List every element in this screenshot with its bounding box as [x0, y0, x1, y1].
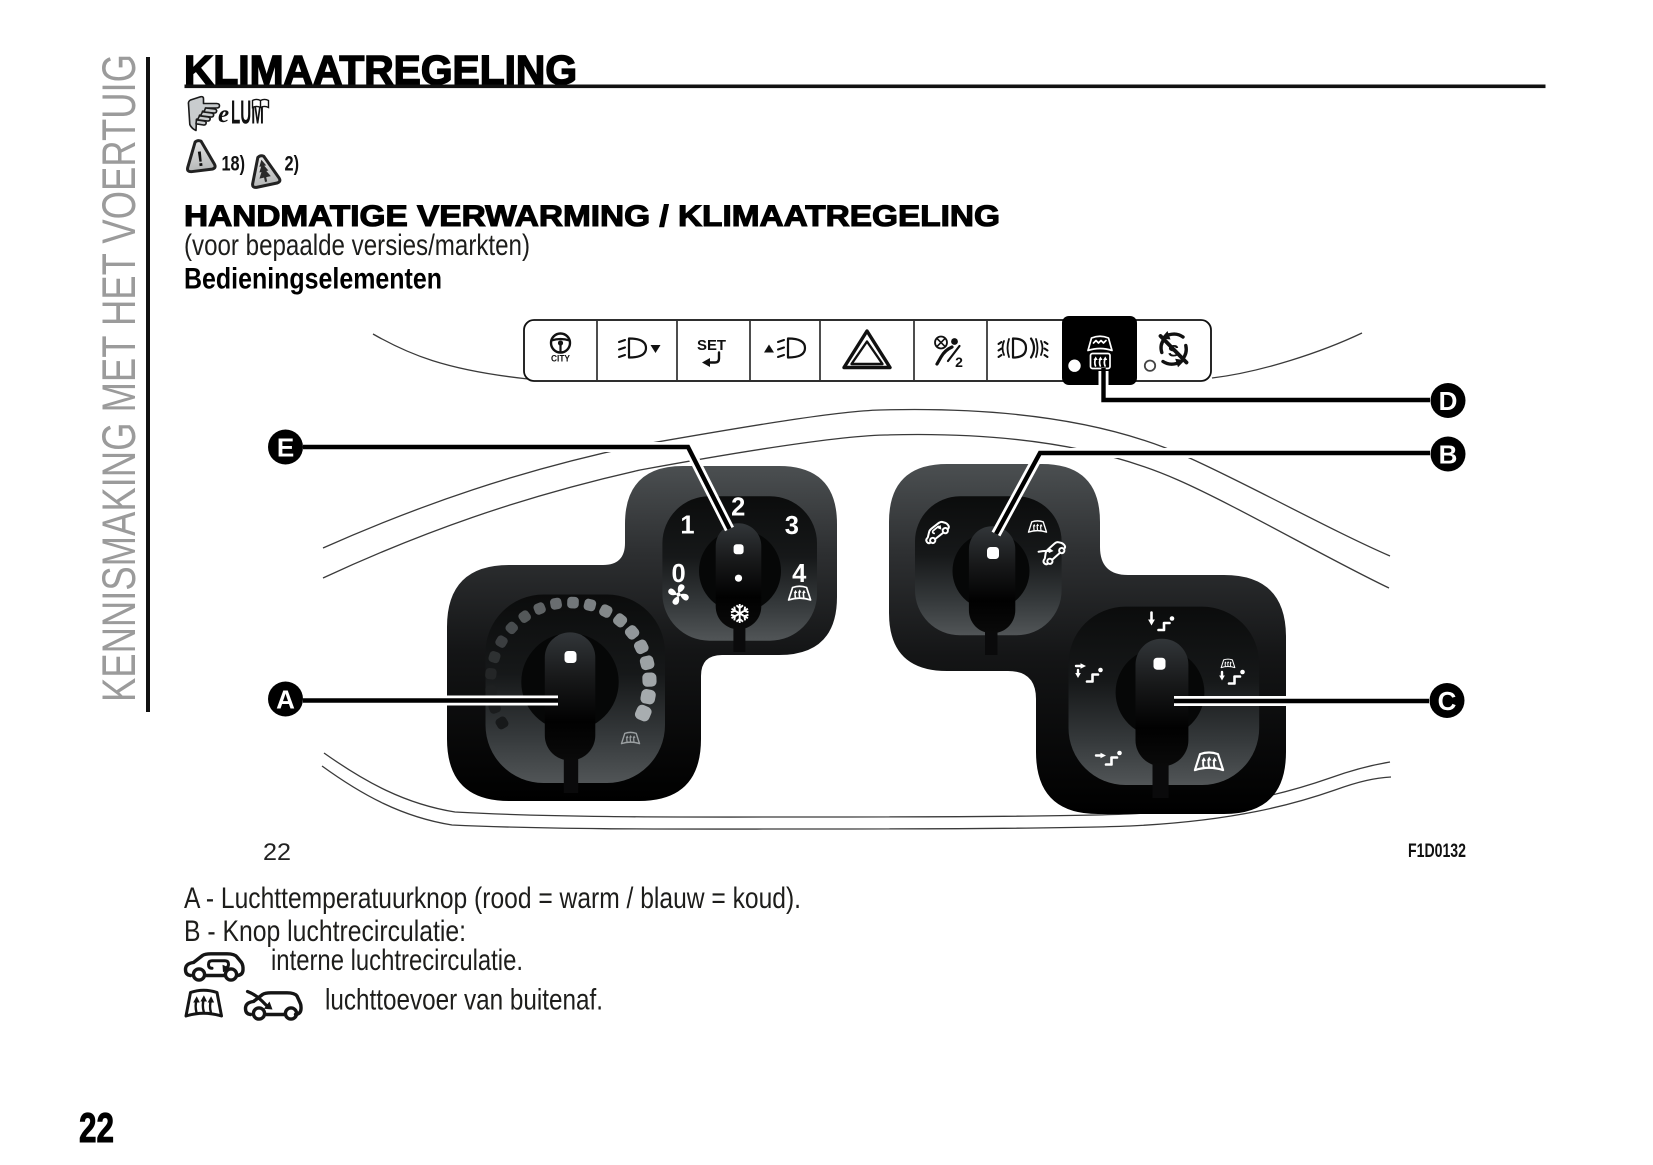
svg-text:HANDMATIGE VERWARMING / KLIMAA: HANDMATIGE VERWARMING / KLIMAATREGELING: [184, 200, 1000, 233]
svg-text:D: D: [1439, 386, 1458, 416]
svg-text:3: 3: [785, 512, 799, 540]
svg-text:0: 0: [672, 560, 686, 588]
svg-text:B - Knop luchtrecirculatie:: B - Knop luchtrecirculatie:: [184, 915, 466, 948]
svg-text:2: 2: [731, 494, 745, 522]
svg-text:1: 1: [680, 511, 694, 539]
svg-text:B: B: [1439, 440, 1458, 470]
svg-text:F1D0132: F1D0132: [1408, 841, 1466, 862]
svg-text:SET: SET: [697, 337, 726, 354]
svg-text:(voor bepaalde versies/markten: (voor bepaalde versies/markten): [184, 229, 530, 262]
svg-text:22: 22: [263, 839, 291, 866]
svg-text:22: 22: [79, 1104, 114, 1151]
svg-text:e: e: [218, 101, 229, 128]
svg-text:!: !: [195, 148, 205, 172]
svg-text:A: A: [276, 685, 295, 715]
svg-text:Bedieningselementen: Bedieningselementen: [184, 263, 442, 296]
svg-text:A - Luchttemperatuurknop (rood: A - Luchttemperatuurknop (rood = warm / …: [184, 882, 801, 915]
svg-text:18): 18): [222, 152, 246, 176]
svg-text:luchttoevoer van buitenaf.: luchttoevoer van buitenaf.: [325, 984, 603, 1017]
svg-text:CITY: CITY: [551, 354, 570, 364]
svg-text:interne luchtrecirculatie.: interne luchtrecirculatie.: [271, 944, 523, 977]
svg-text:KENNISMAKING MET HET VOERTUIG: KENNISMAKING MET HET VOERTUIG: [92, 54, 145, 702]
svg-text:LUM: LUM: [231, 94, 264, 131]
svg-text:C: C: [1438, 686, 1457, 716]
svg-text:E: E: [277, 433, 294, 463]
svg-text:4: 4: [792, 560, 807, 588]
svg-text:2): 2): [285, 152, 300, 176]
svg-text:2: 2: [955, 354, 963, 370]
